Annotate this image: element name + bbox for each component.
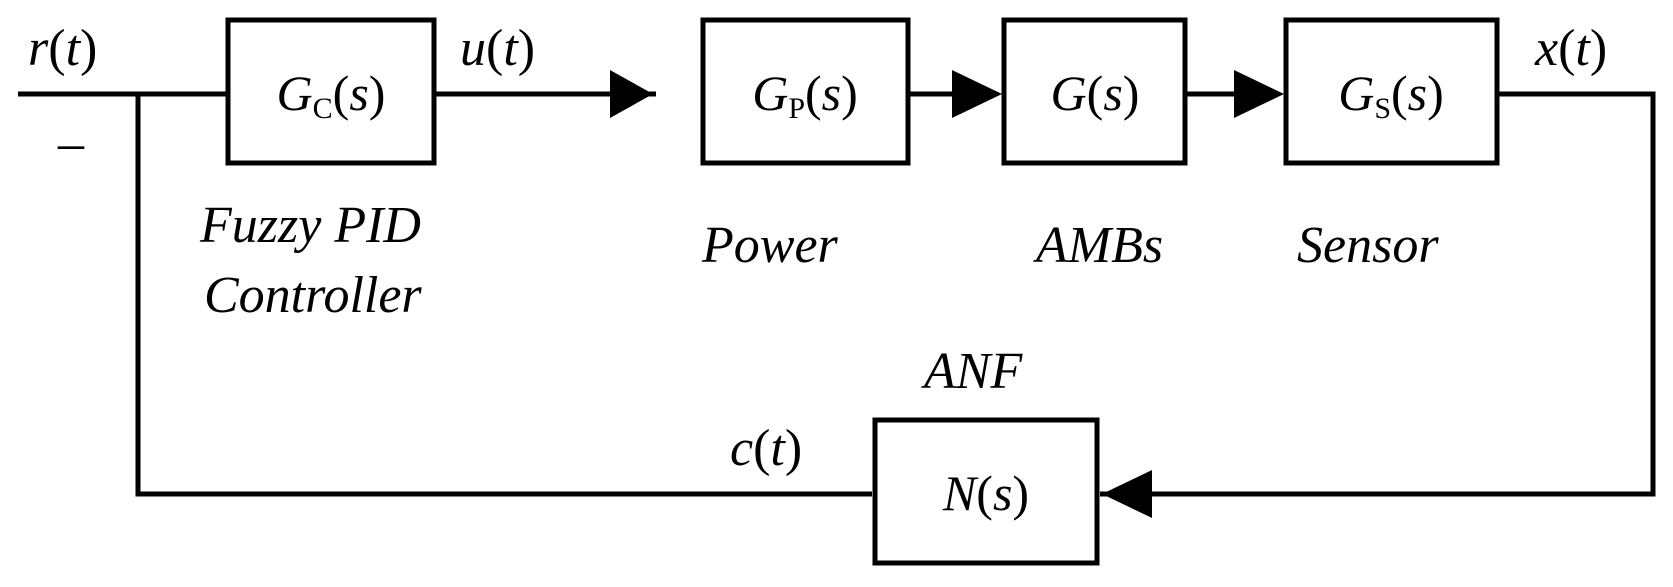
caption-ambs: AMBs [1033,217,1163,274]
arrowhead-into-power [610,70,653,118]
arrowhead-into-sensor [1234,70,1284,118]
sensor-block [1283,17,1500,166]
caption-controller-line2: Controller [204,267,422,324]
controller-transfer-function: GC(s) [277,65,386,125]
ambs-block [1001,17,1188,166]
caption-anf: ANF [921,343,1023,400]
signal-label-r: r(t) [28,20,97,77]
arrowhead-into-anf [1102,470,1152,518]
sensor-transfer-function: GS(s) [1338,65,1444,125]
arrowhead-into-ambs [952,70,1002,118]
caption-sensor: Sensor [1297,217,1439,274]
anf-transfer-function: N(s) [942,465,1029,521]
controller-block [225,17,437,166]
ambs-transfer-function: G(s) [1051,65,1140,121]
feedback-minus-sign: – [57,115,85,172]
power-transfer-function: GP(s) [752,65,858,125]
signal-label-c: c(t) [730,420,802,477]
feedback-line-c [135,94,872,497]
caption-controller-line1: Fuzzy PID [199,197,421,254]
signal-label-x: x(t) [1534,20,1607,77]
output-feedback-line-x [1100,91,1656,497]
signal-label-u: u(t) [460,20,535,77]
power-block [700,17,911,166]
anf-block [872,417,1100,566]
caption-power: Power [701,217,839,274]
